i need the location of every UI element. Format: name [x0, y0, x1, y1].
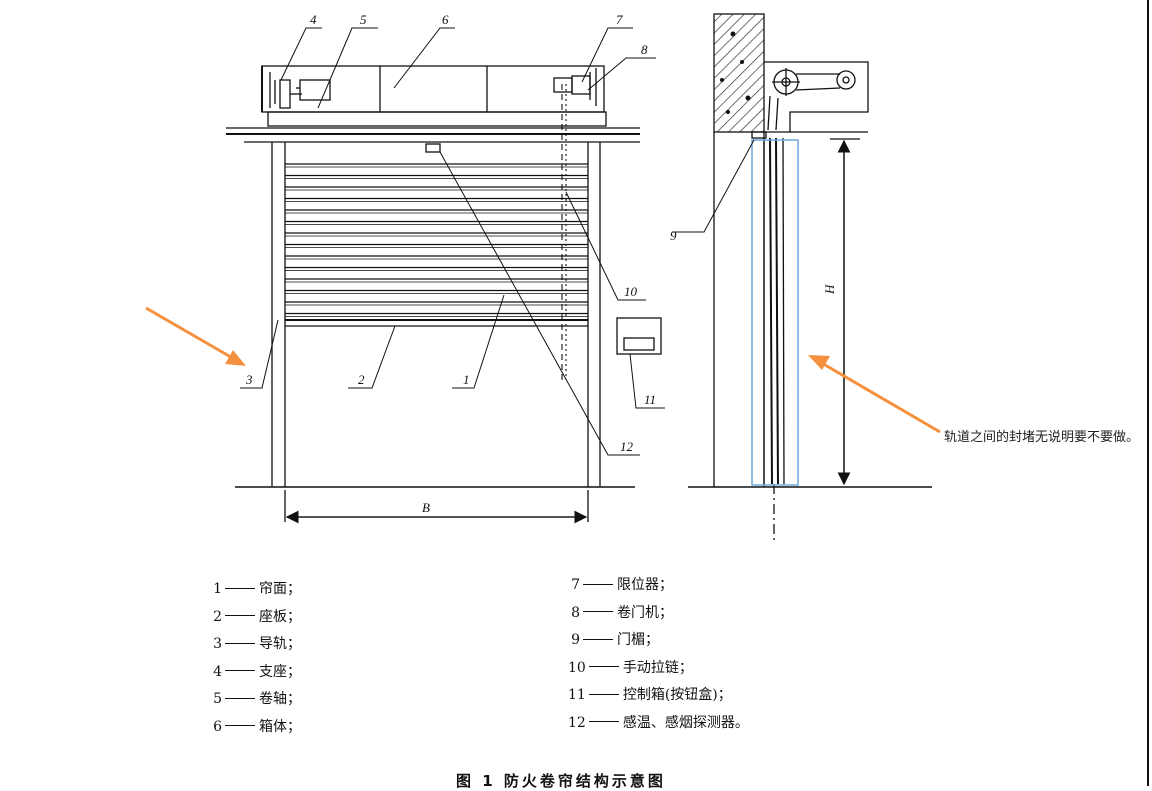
dimension-h: H	[822, 284, 837, 295]
rail-channel	[763, 137, 785, 540]
legend-dash	[225, 587, 255, 589]
annotation-arrow-channel	[808, 355, 941, 434]
highlight-box	[751, 139, 799, 486]
label-8: 8	[641, 42, 648, 57]
legend-number: 7	[571, 577, 580, 593]
legend-item: 8 卷门机；	[568, 600, 749, 628]
label-9: 9	[670, 228, 677, 243]
side-labels: 9 H	[670, 228, 837, 295]
legend-text: 限位器；	[617, 577, 673, 593]
front-labels: 4 5 6 7 8 10 11 12 1 2 3 B	[245, 12, 656, 515]
legend-item: 5 卷轴；	[210, 686, 301, 714]
detector	[425, 143, 441, 153]
legend-number: 11	[568, 687, 586, 703]
motor-assembly	[553, 68, 597, 106]
legend-text: 控制箱(按钮盒)；	[622, 687, 732, 703]
legend-dash	[225, 725, 255, 726]
legend-item: 9 门楣；	[568, 627, 749, 655]
curtain-slats	[285, 163, 588, 317]
dimension-b: B	[422, 500, 430, 515]
legend-text: 卷轴；	[259, 691, 301, 707]
figure-caption: 图 1 防火卷帘结构示意图	[456, 772, 666, 790]
label-12: 12	[620, 439, 634, 454]
legend-dash	[583, 611, 613, 612]
label-11: 11	[644, 392, 656, 407]
label-1: 1	[463, 372, 470, 387]
annotation-note: 轨道之间的封堵无说明要不要做。	[944, 430, 1140, 445]
legend-right: 7 限位器； 8 卷门机； 9 门楣； 10 手动拉链； 11 控制箱(按钮盒)； 12 感温、感烟探…	[568, 572, 749, 737]
legend-number: 6	[213, 718, 222, 735]
control-box	[616, 317, 662, 355]
axle-assembly	[279, 79, 331, 109]
legend-dash	[588, 721, 619, 722]
legend-text: 门楣；	[617, 632, 659, 648]
legend-dash	[583, 638, 613, 640]
legend-text: 导轨；	[259, 636, 301, 652]
legend-dash	[588, 666, 619, 667]
legend-dash	[225, 697, 255, 699]
legend-dash	[225, 615, 255, 616]
legend-number: 3	[213, 636, 222, 652]
legend-dash	[225, 642, 255, 644]
legend-text: 手动拉链；	[622, 659, 693, 676]
page-edge	[1147, 0, 1149, 786]
label-7: 7	[616, 12, 623, 27]
label-2: 2	[358, 372, 365, 387]
leader-lines	[240, 27, 665, 456]
legend-number: 9	[571, 632, 580, 648]
legend-dash	[225, 670, 255, 671]
legend-number: 4	[213, 663, 222, 680]
legend-number: 8	[571, 604, 580, 621]
legend-number: 12	[568, 714, 586, 731]
side-view	[672, 13, 932, 540]
legend-item: 11 控制箱(按钮盒)；	[568, 682, 749, 710]
front-view	[226, 27, 665, 524]
housing-box	[261, 65, 607, 127]
legend-text: 座板；	[259, 608, 301, 625]
legend-text: 支座；	[259, 663, 301, 680]
label-3: 3	[245, 372, 253, 387]
guide-rails	[271, 142, 601, 487]
annotation-arrow-rail	[145, 306, 246, 366]
legend-text: 箱体；	[259, 718, 301, 735]
legend-item: 2 座板；	[210, 604, 301, 632]
legend-number: 5	[213, 691, 222, 707]
legend-item: 7 限位器；	[568, 572, 749, 600]
legend-item: 3 导轨；	[210, 631, 301, 659]
legend-item: 4 支座；	[210, 659, 301, 687]
legend-item: 10 手动拉链；	[568, 655, 749, 683]
label-10: 10	[624, 284, 638, 299]
legend-text: 卷门机；	[617, 604, 673, 621]
legend-number: 1	[213, 581, 222, 597]
legend-item: 1 帘面；	[210, 576, 301, 604]
legend-left: 1 帘面； 2 座板； 3 导轨； 4 支座； 5 卷轴； 6 箱体；	[210, 576, 301, 741]
legend-item: 6 箱体；	[210, 714, 301, 742]
legend-text: 感温、感烟探测器。	[622, 714, 749, 731]
label-5: 5	[360, 12, 367, 27]
legend-dash	[583, 583, 613, 585]
legend-dash	[588, 693, 619, 695]
label-6: 6	[442, 12, 449, 27]
label-4: 4	[310, 12, 317, 27]
legend-number: 2	[213, 608, 222, 625]
legend-text: 帘面；	[259, 581, 301, 597]
legend-number: 10	[568, 659, 586, 676]
legend-item: 12 感温、感烟探测器。	[568, 710, 749, 738]
